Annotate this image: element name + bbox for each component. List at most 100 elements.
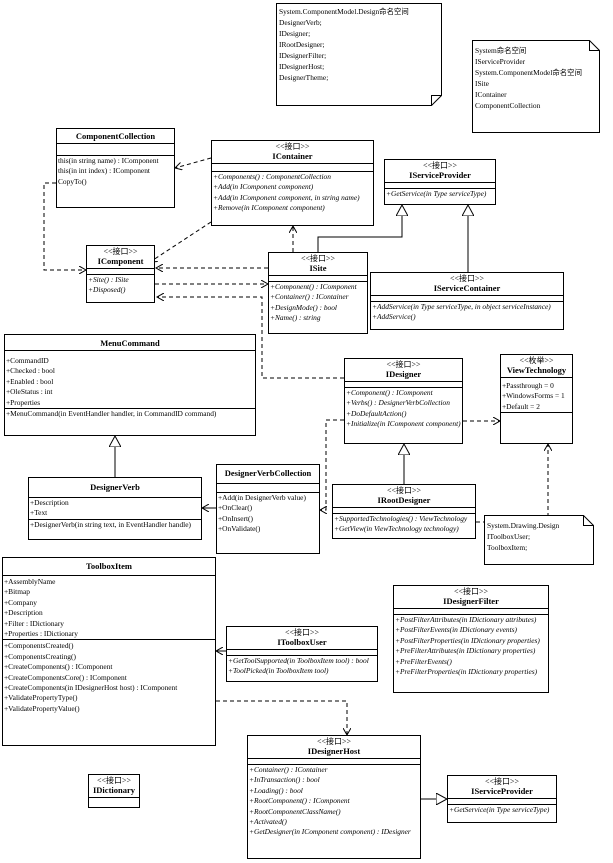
stereotype: <<接口>> — [449, 274, 485, 283]
class-title: IComponent — [87, 256, 154, 269]
interface-iservice-container[interactable]: <<接口>> IServiceContainer +AddService(in … — [370, 272, 564, 330]
operation: +ValidatePropertyType() — [4, 693, 78, 703]
attribute: +CommandID — [6, 356, 49, 365]
operation: +ComponentsCreated() — [4, 641, 74, 651]
member: +RootComponent() : IComponent — [249, 796, 350, 806]
interface-idesigner[interactable]: <<接口>> IDesigner +Component() : ICompone… — [344, 358, 463, 444]
interface-idesigner-host[interactable]: <<接口>> IDesignerHost +Container() : ICon… — [247, 735, 421, 859]
attribute: +Enabled : bool — [6, 376, 54, 386]
interface-isite[interactable]: <<接口>> ISite +Component() : IComponent +… — [268, 252, 368, 334]
note-line: IContainer — [475, 90, 507, 99]
note-line: ComponentCollection — [475, 101, 541, 110]
dep-irootdesigner-viewtechnology — [476, 444, 548, 523]
attribute: +Description — [30, 498, 69, 507]
member: +DesignMode() : bool — [270, 302, 337, 312]
member: +PostFilterEvents(in IDictionary events) — [395, 625, 517, 635]
attribute: +OleStatus : int — [6, 387, 53, 397]
class-title: ToolboxItem — [3, 558, 215, 576]
member: +OnInsert() — [218, 513, 253, 523]
class-menu-command[interactable]: MenuCommand +CommandID +Checked : bool +… — [4, 334, 256, 436]
enum-view-technology[interactable]: <<枚举>> ViewTechnology +Passthrough = 0 +… — [500, 354, 573, 444]
member: +GetView(in ViewTechnology technology) — [334, 524, 459, 534]
member: +Disposed() — [88, 285, 126, 295]
stereotype: <<接口>> — [103, 247, 138, 256]
class-toolbox-item[interactable]: ToolboxItem +AssemblyName +Bitmap +Compa… — [2, 557, 216, 746]
class-title: IDictionary — [89, 785, 139, 798]
attribute: +Filter : IDictionary — [4, 618, 64, 628]
member: this(in string name) : IComponent — [58, 156, 159, 165]
class-title: IDesignerFilter — [394, 596, 548, 609]
operation: +CreateComponents() : IComponent — [4, 662, 113, 672]
operations-section: this(in string name) : IComponent this(i… — [57, 156, 174, 187]
attributes-section — [448, 799, 556, 805]
operations-section: +ComponentsCreated() +ComponentsCreating… — [3, 640, 215, 714]
class-designer-verb-collection[interactable]: DesignerVerbCollection +Add(in DesignerV… — [216, 464, 320, 554]
member: +PreFilterAttributes(in IDictionary prop… — [395, 646, 536, 656]
member: +RootComponentClassName() — [249, 806, 341, 816]
attribute: +AssemblyName — [4, 577, 56, 586]
attributes-section: +CommandID +Checked : bool +Enabled : bo… — [5, 351, 255, 410]
member: this(in int index) : IComponent — [58, 166, 150, 176]
member: +Add(in IComponent component, in string … — [213, 192, 360, 202]
class-title: MenuCommand — [5, 335, 255, 351]
class-component-collection[interactable]: ComponentCollection this(in string name)… — [56, 128, 175, 208]
note-line: DesignerVerb; — [279, 18, 322, 27]
member: +SupportedTechnologies() : ViewTechnolog… — [334, 514, 468, 523]
member: +Components() : ComponentCollection — [213, 172, 331, 181]
member: +GetService(in Type serviceType) — [449, 805, 550, 814]
interface-iroot-designer[interactable]: <<接口>> IRootDesigner +SupportedTechnolog… — [332, 484, 476, 539]
class-title: ComponentCollection — [57, 129, 174, 144]
note-component-model-design: System.ComponentModel.Design命名空间 Designe… — [276, 3, 442, 106]
operation: +MenuCommand(in EventHandler handler, in… — [6, 409, 217, 419]
attribute: +Company — [4, 597, 37, 607]
attributes-section — [248, 759, 420, 765]
operations-section: +GetService(in Type serviceType) — [385, 189, 495, 199]
operations-section: +GetToolSupported(in ToolboxItem tool) :… — [227, 656, 377, 677]
stereotype: <<接口>> — [284, 628, 320, 637]
note-line: System命名空间 — [475, 46, 527, 55]
note-line: IDesigner; — [279, 29, 311, 38]
class-title: ViewTechnology — [501, 365, 572, 378]
note-line: IRootDesigner; — [279, 40, 325, 49]
interface-idesigner-filter[interactable]: <<接口>> IDesignerFilter +PostFilterAttrib… — [393, 585, 549, 693]
interface-iservice-provider-bottom[interactable]: <<接口>> IServiceProvider +GetService(in T… — [447, 775, 557, 823]
attributes-section — [212, 164, 373, 172]
stereotype: <<接口>> — [275, 142, 310, 151]
note-line: IDesignerHost; — [279, 62, 325, 71]
member: +Container() : IContainer — [249, 765, 328, 774]
member: +GetDesigner(in IComponent component) : … — [249, 827, 411, 837]
class-designer-verb[interactable]: DesignerVerb +Description +Text +Designe… — [28, 477, 202, 540]
member: +Add(in DesignerVerb value) — [218, 493, 306, 502]
member: +Activated() — [249, 817, 287, 827]
operations-section: +Container() : IContainer +InTransaction… — [248, 765, 420, 838]
attribute: +Checked : bool — [6, 366, 55, 376]
dep-componentcollection-icomponent — [43, 182, 86, 270]
operations-section: +Site() : ISite +Disposed() — [87, 275, 154, 296]
dep-icontainer-componentcollection — [175, 157, 212, 168]
interface-icomponent[interactable]: <<接口>> IComponent +Site() : ISite +Dispo… — [86, 245, 155, 303]
interface-itoolbox-user[interactable]: <<接口>> IToolboxUser +GetToolSupported(in… — [226, 626, 378, 682]
class-title: ISite — [269, 263, 367, 276]
dep-icontainer-icomponent — [150, 221, 212, 262]
operation: +ValidatePropertyValue() — [4, 703, 80, 713]
operations-section — [501, 413, 572, 419]
interface-iservice-provider[interactable]: <<接口>> IServiceProvider +GetService(in T… — [384, 159, 496, 205]
attribute: +Description — [4, 608, 43, 618]
operations-section: +SupportedTechnologies() : ViewTechnolog… — [333, 514, 475, 535]
attributes-section — [87, 269, 154, 275]
note-shape — [484, 515, 594, 565]
note-shape — [276, 3, 442, 106]
interface-idictionary[interactable]: <<接口>> IDictionary — [88, 774, 140, 808]
note-line: IServiceProvider — [475, 57, 526, 66]
attributes-section — [89, 798, 139, 802]
member: +WindowsForms = 1 — [502, 391, 565, 401]
attributes-section — [57, 144, 174, 156]
operations-section: +Add(in DesignerVerb value) +OnClear() +… — [217, 493, 319, 535]
member: +GetService(in Type serviceType) — [386, 189, 487, 198]
operation: +ComponentsCreating() — [4, 651, 76, 661]
interface-icontainer[interactable]: <<接口>> IContainer +Components() : Compon… — [211, 140, 374, 226]
attributes-section: +AssemblyName +Bitmap +Company +Descript… — [3, 576, 215, 641]
note-system-namespace: System命名空间 IServiceProvider System.Compo… — [472, 40, 600, 133]
